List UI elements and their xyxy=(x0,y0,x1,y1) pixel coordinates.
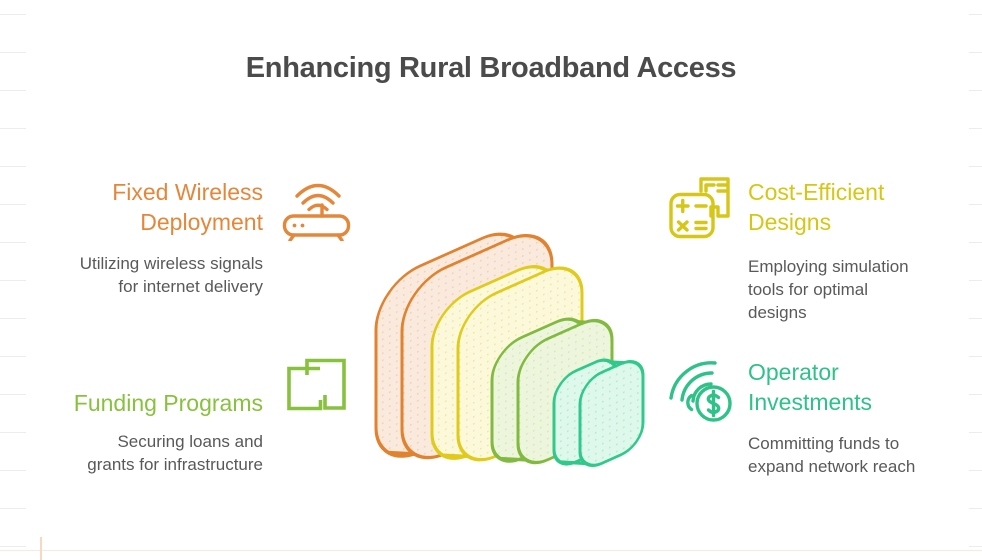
desc-line: expand network reach xyxy=(748,457,916,476)
heading-line: Fixed Wireless xyxy=(112,179,263,205)
stacked-layers-graphic xyxy=(374,232,645,467)
bottom-accent-mark xyxy=(40,537,42,560)
bottom-divider xyxy=(0,550,982,551)
nested-squares-icon xyxy=(284,356,348,420)
section-heading-operator: Operator Investments xyxy=(748,357,958,417)
section-heading-cost-efficient: Cost-Efficient Designs xyxy=(748,177,958,237)
section-desc-operator: Committing funds to expand network reach xyxy=(748,432,958,478)
desc-line: designs xyxy=(748,303,807,322)
section-desc-funding: Securing loans and grants for infrastruc… xyxy=(30,430,263,476)
desc-line: for internet delivery xyxy=(118,277,263,296)
desc-line: Utilizing wireless signals xyxy=(79,254,263,273)
layer-operator xyxy=(552,358,645,467)
heading-line: Operator xyxy=(748,359,839,385)
desc-line: Committing funds to xyxy=(748,434,900,453)
desc-line: grants for infrastructure xyxy=(87,455,263,474)
heading-line: Designs xyxy=(748,209,832,235)
wireless-router-icon xyxy=(281,169,353,241)
desc-line: Securing loans and xyxy=(117,432,263,451)
heading-line: Funding Programs xyxy=(73,390,263,416)
ruled-lines-left xyxy=(0,14,26,552)
ruled-lines-right xyxy=(969,14,982,552)
heading-line: Deployment xyxy=(140,209,263,235)
desc-line: tools for optimal xyxy=(748,280,868,299)
wifi-dollar-coin-icon xyxy=(666,356,738,428)
heading-line: Investments xyxy=(748,389,872,415)
section-heading-funding: Funding Programs xyxy=(30,388,263,418)
page-title: Enhancing Rural Broadband Access xyxy=(245,52,737,85)
heading-line: Cost-Efficient xyxy=(748,179,885,205)
calculator-document-icon xyxy=(667,173,739,245)
section-desc-fixed-wireless: Utilizing wireless signals for internet … xyxy=(30,252,263,298)
desc-line: Employing simulation xyxy=(748,257,909,276)
section-heading-fixed-wireless: Fixed Wireless Deployment xyxy=(30,177,263,237)
section-desc-cost-efficient: Employing simulation tools for optimal d… xyxy=(748,255,958,324)
